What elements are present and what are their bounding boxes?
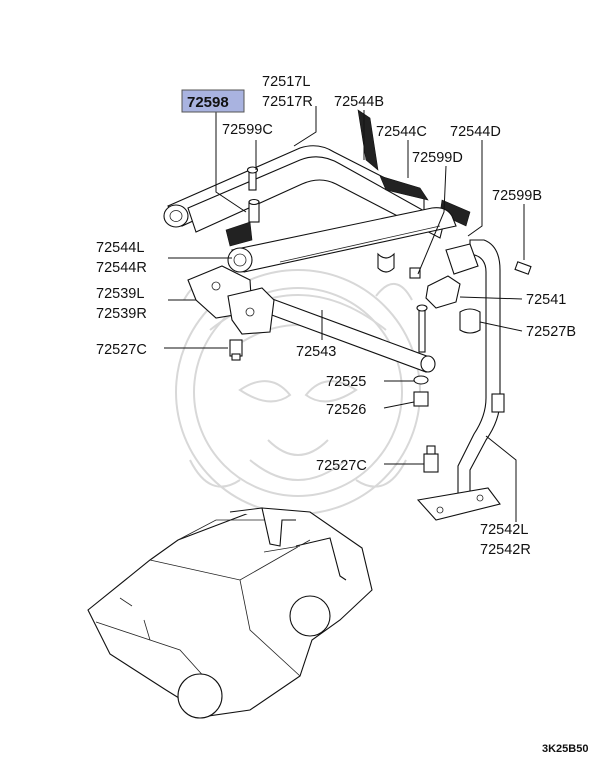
part-label-72517l[interactable]: 72517L xyxy=(262,74,310,90)
part-label-72598[interactable]: 72598 xyxy=(187,94,229,111)
part-label-72544b[interactable]: 72544B xyxy=(334,94,384,110)
part-label-72517r[interactable]: 72517R xyxy=(262,94,313,110)
leader-lines xyxy=(164,106,525,522)
part-label-72527b[interactable]: 72527B xyxy=(526,324,576,340)
part-label-72541[interactable]: 72541 xyxy=(526,292,566,308)
part-label-72599b[interactable]: 72599B xyxy=(492,188,542,204)
part-label-72527c-top[interactable]: 72527C xyxy=(96,342,147,358)
roll-bar-front-tube xyxy=(227,207,457,273)
part-label-72527c-bottom[interactable]: 72527C xyxy=(316,458,367,474)
part-label-72542r[interactable]: 72542R xyxy=(480,542,531,558)
part-label-72542l[interactable]: 72542L xyxy=(480,522,528,538)
part-label-72539r[interactable]: 72539R xyxy=(96,306,147,322)
upright-side-bar xyxy=(416,239,505,521)
bolt-72599d-icon xyxy=(409,267,421,279)
washer-72525-icon xyxy=(413,375,429,385)
part-label-72526[interactable]: 72526 xyxy=(326,402,366,418)
bolt-72527b-icon xyxy=(416,304,428,353)
base-plate-72542 xyxy=(377,252,395,273)
part-label-72544d[interactable]: 72544D xyxy=(450,124,501,140)
bolt-72527c-top-icon xyxy=(229,339,243,361)
clamp-72541 xyxy=(425,243,481,334)
hardware xyxy=(229,166,532,473)
part-label-72544l[interactable]: 72544L xyxy=(96,240,144,256)
part-label-72525[interactable]: 72525 xyxy=(326,374,366,390)
part-label-72544r[interactable]: 72544R xyxy=(96,260,147,276)
diagram-code: 3K25B50 xyxy=(542,743,588,755)
part-label-72599d[interactable]: 72599D xyxy=(412,150,463,166)
part-label-72544c[interactable]: 72544C xyxy=(376,124,427,140)
suv-with-roll-bar-icon xyxy=(87,507,373,719)
roll-bar-padding xyxy=(187,109,471,247)
bolt-72599b-icon xyxy=(514,261,532,275)
collar-72599c-icon xyxy=(248,198,260,223)
nut-72526-icon xyxy=(413,391,429,407)
highlight-box xyxy=(181,89,245,113)
part-label-72543[interactable]: 72543 xyxy=(296,344,336,360)
bolt-72599c-icon xyxy=(246,166,259,191)
bolt-72527c-bottom-icon xyxy=(423,445,439,473)
part-label-72539l[interactable]: 72539L xyxy=(96,286,144,302)
part-label-72599c[interactable]: 72599C xyxy=(222,122,273,138)
